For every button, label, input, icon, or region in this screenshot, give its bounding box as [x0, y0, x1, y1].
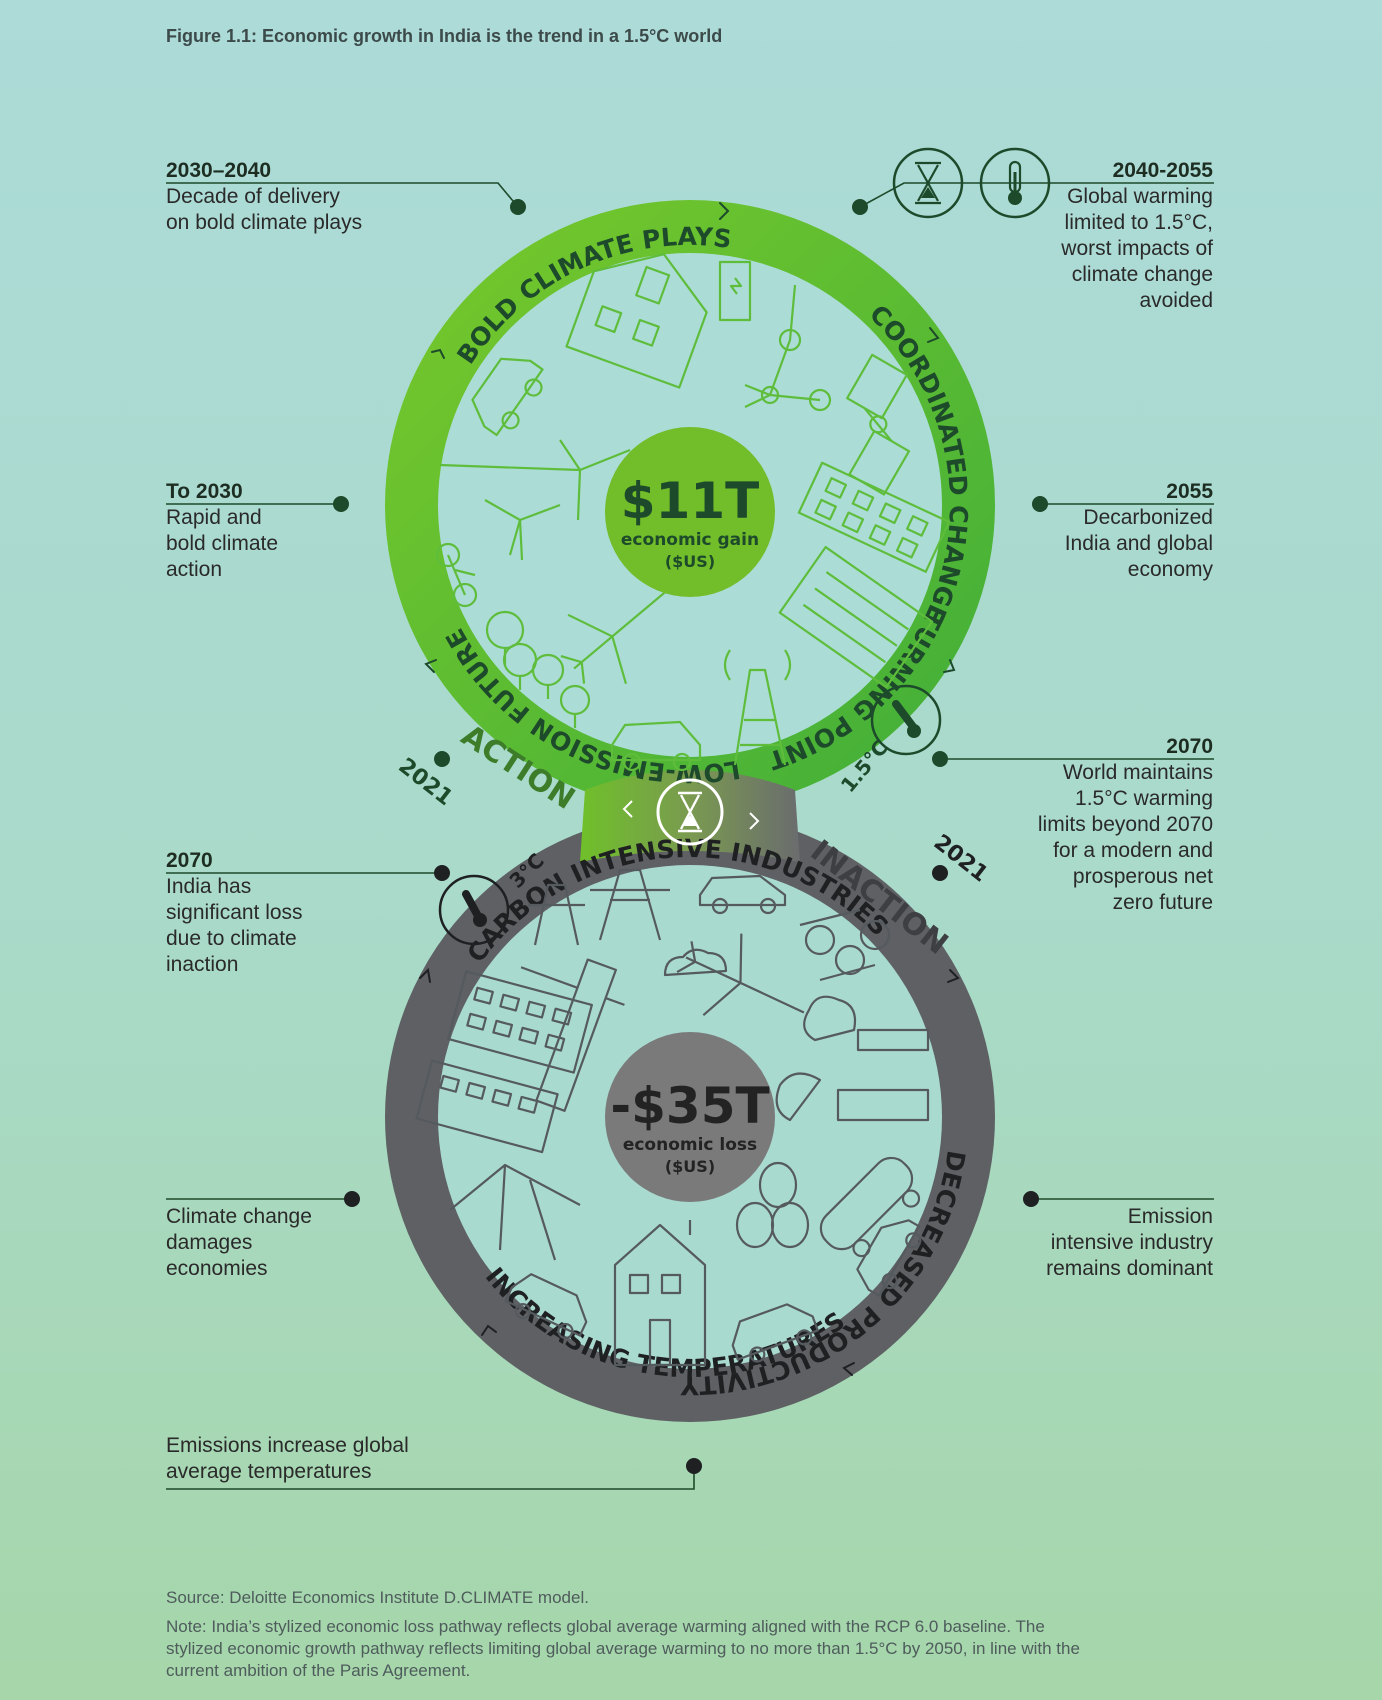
robot-arm-icon [744, 284, 832, 412]
source-note: Source: Deloitte Economics Institute D.C… [166, 1588, 589, 1607]
building-icon [778, 545, 934, 689]
power-pylon-icon [528, 868, 670, 946]
top-center-caption-2: ($US) [665, 552, 715, 571]
annotation-emissions-increase: Emissions increase global average temper… [166, 1433, 426, 1485]
airplane-icon-bottom [676, 933, 805, 1017]
annotation-heading: 2070 [166, 849, 213, 872]
apartment-building-icon [415, 970, 593, 1154]
thermometer-icon-bottom-ring [438, 874, 510, 946]
wind-turbine-icon [439, 439, 631, 561]
annotation-heading: 2070 [1166, 735, 1213, 758]
crane-icon [520, 958, 625, 1112]
bottom-center-circle [605, 1032, 775, 1202]
bottom-center-caption-2: ($US) [665, 1157, 715, 1176]
direction-arrows [419, 202, 960, 1376]
top-center-value: $11T [621, 472, 759, 530]
annotation-2070-top: 2070 World maintains 1.5°C warming limit… [1030, 734, 1213, 916]
connector-dots [333, 199, 1048, 1474]
annotation-heading: 2040-2055 [1112, 159, 1213, 182]
oil-barrels-icon [735, 1161, 810, 1249]
bottom-center-value: -$35T [610, 1077, 769, 1135]
cell-tower-icon [723, 649, 792, 766]
annotation-2040-2055: 2040-2055 Global warming limited to 1.5°… [1050, 158, 1213, 314]
car-icon-bottom-side [856, 1219, 922, 1297]
annotation-2030-2040: 2030–2040 Decade of delivery on bold cli… [166, 158, 366, 236]
car-icon-bottom-right [731, 1303, 819, 1363]
annotation-text: Global warming limited to 1.5°C, worst i… [1061, 185, 1213, 312]
annotation-to-2030: To 2030 Rapid and bold climate action [166, 479, 306, 583]
annotation-2070-bottom: 2070 India has significant loss due to c… [166, 848, 316, 978]
ev-charger-icon [718, 260, 752, 322]
top-center-caption-1: economic gain [621, 530, 759, 550]
factory-chimney-icon [836, 1028, 930, 1122]
connector-lines [166, 182, 1214, 1490]
annotation-text: India has significant loss due to climat… [166, 875, 303, 976]
thermometer-icon [979, 147, 1051, 219]
footnote: Note: India’s stylized economic loss pat… [166, 1617, 1080, 1680]
bottom-center-caption-1: economic loss [623, 1135, 757, 1155]
annotation-text: Decarbonized India and global economy [1064, 506, 1213, 581]
annotation-text: Decade of delivery on bold climate plays [166, 185, 363, 234]
annotation-heading: To 2030 [166, 480, 243, 503]
annotation-heading: 2030–2040 [166, 159, 272, 182]
office-building-icon [797, 461, 951, 573]
electric-car-icon [471, 357, 544, 437]
annotation-emission-intensive: Emission intensive industry remains domi… [1040, 1204, 1213, 1282]
logs-icon [799, 908, 891, 982]
car-icon-bottom-left [504, 1273, 588, 1340]
bicycle-icon [435, 542, 478, 608]
annotation-text: Climate change damages economies [166, 1205, 312, 1280]
annotation-text: World maintains 1.5°C warming limits bey… [1037, 761, 1213, 914]
house-solar-icon [565, 253, 708, 389]
center-hourglass-icon [622, 778, 760, 846]
top-center-circle [605, 427, 775, 597]
house-icon-bottom [613, 1220, 707, 1367]
bottom-circle-illustrations [415, 868, 930, 1367]
oil-pump-icon [449, 1163, 581, 1261]
figure-title: Figure 1.1: Economic growth in India is … [166, 26, 723, 46]
cloud-icon [663, 948, 857, 1122]
hourglass-icon [892, 147, 964, 219]
annotation-text: Rapid and bold climate action [166, 506, 279, 581]
annotation-heading: 2055 [1166, 480, 1213, 503]
annotation-2055: 2055 Decarbonized India and global econo… [1060, 479, 1213, 583]
top-circle-illustrations [435, 253, 951, 772]
airplane-icon [560, 584, 675, 685]
annotation-text: Emission intensive industry remains domi… [1046, 1205, 1213, 1280]
trees-icon [485, 610, 591, 728]
annotation-damages: Climate change damages economies [166, 1204, 326, 1282]
annotation-text: Emissions increase global average temper… [166, 1434, 409, 1483]
thermometer-icon-top-ring [870, 684, 942, 756]
car-icon [610, 720, 702, 772]
car-icon-bottom-top [698, 874, 787, 915]
